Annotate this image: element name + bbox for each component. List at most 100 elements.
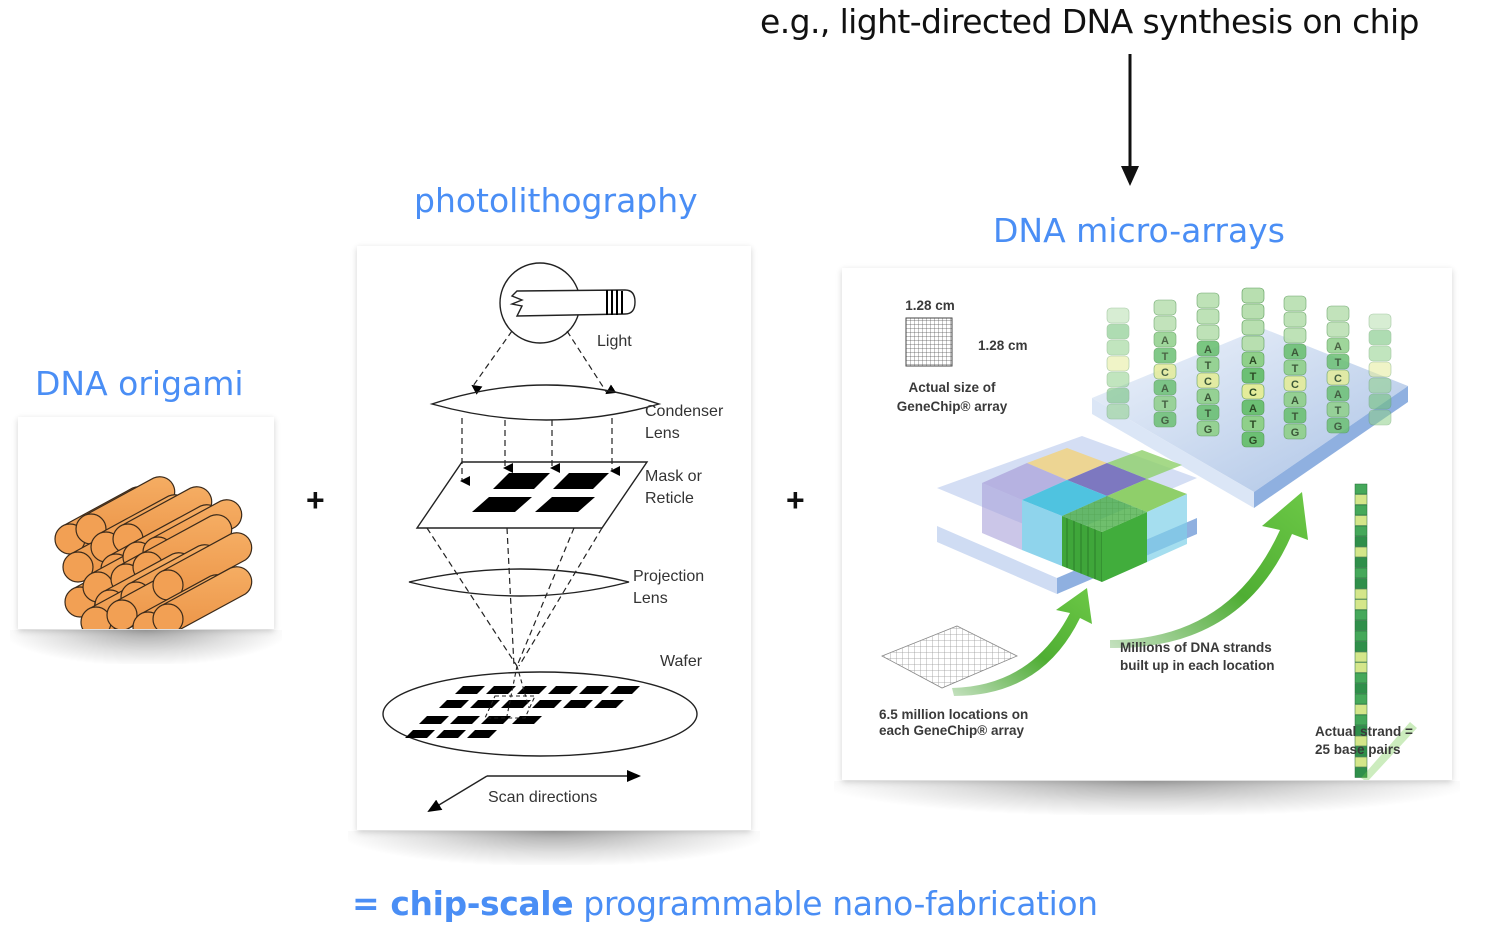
strand-base: [1326, 417, 1350, 434]
strand-base: [1106, 371, 1130, 388]
strand-segment: [1354, 746, 1368, 757]
strand-base: [1106, 387, 1130, 404]
base-letter: A: [1161, 383, 1169, 395]
strand-base: [1283, 375, 1307, 392]
wafer-die: [455, 686, 485, 694]
strand-base: [1106, 323, 1130, 340]
strand-base: [1326, 305, 1350, 322]
conclusion: = chip-scale programmable nano-fabricati…: [352, 884, 1098, 923]
base-letter: G: [1334, 421, 1343, 433]
microarray-title: DNA micro-arrays: [993, 211, 1285, 250]
base-letter: G: [1291, 427, 1300, 439]
label-projection-2: Lens: [633, 590, 668, 607]
strand-segment: [1354, 609, 1368, 621]
strand-base: [1283, 391, 1307, 408]
strand-base: [1241, 319, 1265, 336]
base-letter: T: [1250, 419, 1257, 431]
strand-segment: [1354, 630, 1368, 642]
location-grid-chip: [881, 625, 1018, 689]
strand-base: [1153, 411, 1177, 428]
green-arrow-2: [1110, 492, 1308, 649]
photolithography-image-panel: Light Condenser Lens Mask or Reticle Pro…: [357, 246, 751, 830]
strand-segment: [1354, 588, 1368, 600]
dna-origami-illustration: [54, 476, 253, 643]
strand-base: [1196, 372, 1220, 389]
wafer-die: [517, 686, 547, 694]
scan-directions-arrows: [427, 770, 641, 813]
base-letter: T: [1335, 405, 1342, 417]
strand-base: [1283, 359, 1307, 376]
microarray-image-panel: 1.28 cm 1.28 cm Actual size of GeneChip®…: [842, 268, 1452, 782]
strand-base: [1283, 295, 1307, 312]
strand-base: [1368, 345, 1392, 362]
strand-segment: [1354, 756, 1368, 768]
wafer-die: [548, 686, 578, 694]
strand-base: [1241, 303, 1265, 320]
single-strand: [1354, 483, 1417, 782]
strand-base: [1153, 299, 1177, 316]
strand-column: [1368, 313, 1392, 426]
origami-image-panel: [18, 417, 274, 643]
strand-segment: [1354, 557, 1368, 568]
base-letter: G: [1161, 415, 1170, 427]
base-letter: A: [1334, 389, 1342, 401]
strand-segment: [1354, 546, 1368, 558]
strand-base: [1326, 385, 1350, 402]
strand-base: [1106, 403, 1130, 420]
wafer-die: [532, 700, 562, 708]
base-letter: T: [1162, 351, 1169, 363]
projection-lens: [408, 568, 630, 597]
strand-base: [1241, 415, 1265, 432]
origami-shadow: [10, 630, 282, 664]
base-letter: A: [1204, 392, 1212, 404]
label-size-side: 1.28 cm: [978, 338, 1028, 353]
base-letter: C: [1291, 379, 1299, 391]
down-arrow-icon: [1121, 54, 1139, 186]
strand-segment: [1354, 725, 1368, 736]
wafer-die: [405, 730, 435, 738]
strand-base: [1196, 308, 1220, 325]
strand-base: [1153, 331, 1177, 348]
strand-base: [1241, 287, 1265, 304]
strand-base: [1368, 329, 1392, 346]
strand-segment: [1354, 714, 1368, 726]
base-letter: A: [1334, 341, 1342, 353]
base-letter: C: [1161, 367, 1169, 379]
strand-segment: [1354, 662, 1368, 673]
strand-segment: [1354, 735, 1368, 747]
strand-segment: [1354, 525, 1368, 537]
mask-reticle: [415, 461, 649, 529]
strand-base: [1283, 423, 1307, 440]
strand-base: [1368, 409, 1392, 426]
wafer-die: [439, 700, 469, 708]
wafer-die: [594, 700, 624, 708]
base-letter: C: [1249, 387, 1257, 399]
strand-base: [1196, 292, 1220, 309]
strand-base: [1106, 339, 1130, 356]
strand-base: [1326, 353, 1350, 370]
label-actual-size-2: GeneChip® array: [897, 399, 1008, 414]
strand-base: [1326, 337, 1350, 354]
strand-base: [1241, 367, 1265, 384]
strand-base: [1196, 340, 1220, 357]
plus-sign-1: +: [306, 482, 325, 518]
base-letter: T: [1335, 357, 1342, 369]
strand-base: [1153, 347, 1177, 364]
wafer-die: [436, 730, 466, 738]
wafer-die: [486, 686, 516, 694]
base-letter: A: [1204, 344, 1212, 356]
label-condenser-1: Condenser: [645, 403, 724, 420]
wafer-die: [467, 730, 497, 738]
label-scan-directions: Scan directions: [488, 789, 597, 806]
base-letter: A: [1249, 403, 1257, 415]
base-letter: G: [1249, 435, 1258, 447]
strand-base: [1241, 351, 1265, 368]
base-letter: T: [1162, 399, 1169, 411]
wafer-die: [610, 686, 640, 694]
